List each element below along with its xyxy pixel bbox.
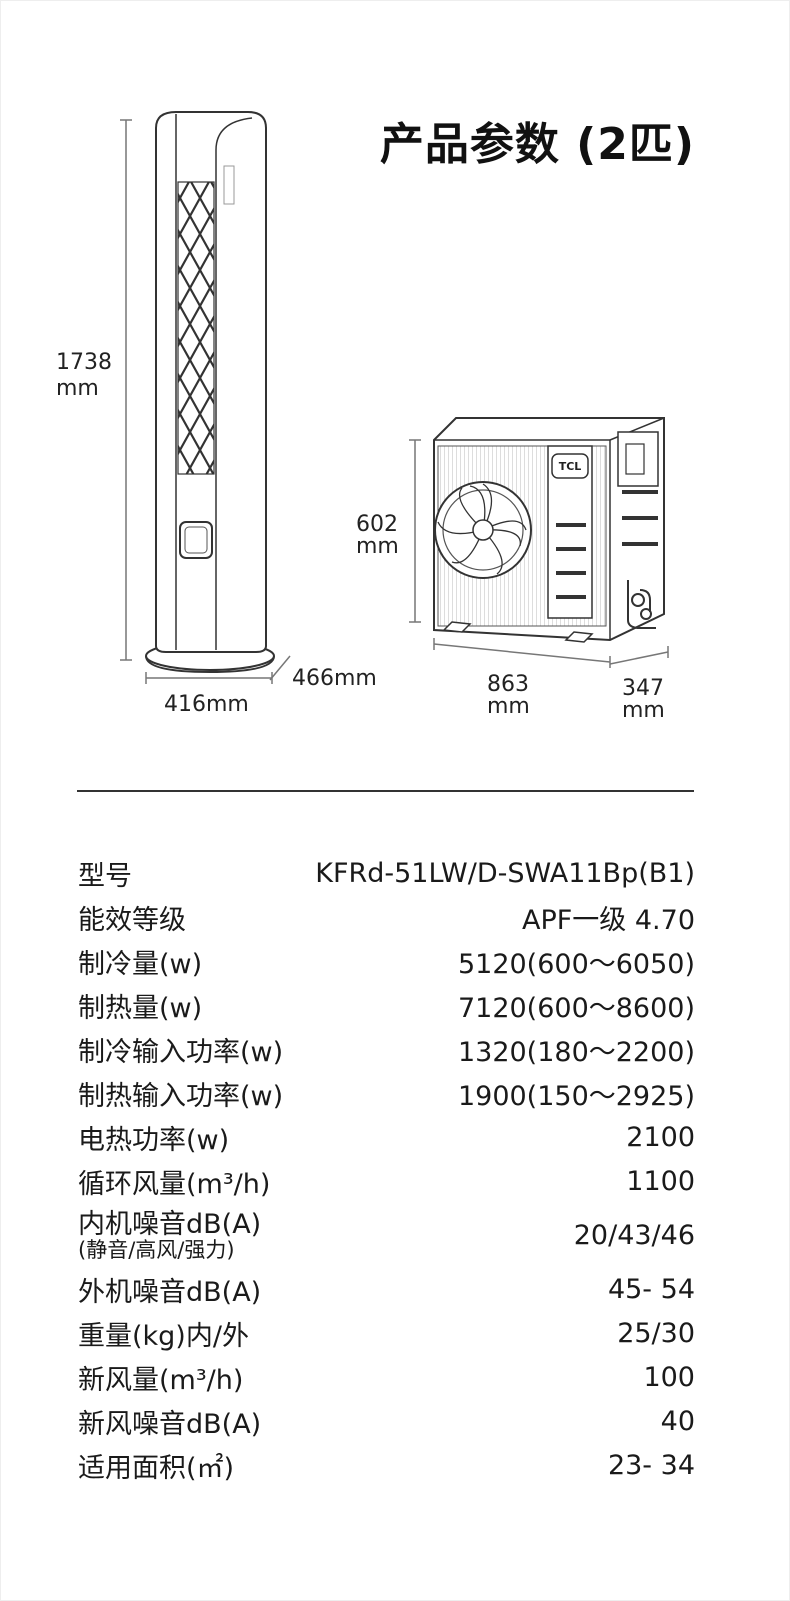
spec-row-indoor-noise: 内机噪音dB(A) (静音/高风/强力) 20/43/46 (78, 1203, 695, 1267)
spec-label: 制热输入功率(w) (78, 1080, 284, 1112)
outdoor-depth-unit: mm (622, 698, 665, 723)
spec-value: 23- 34 (607, 1449, 695, 1481)
spec-row-cooling-power: 制冷输入功率(w) 1320(180～2200) (78, 1027, 695, 1071)
spec-value: 1100 (626, 1165, 695, 1197)
spec-row-fresh-air-noise: 新风噪音dB(A) 40 (78, 1399, 695, 1443)
spec-row-efficiency: 能效等级 APF一级 4.70 (78, 895, 695, 939)
spec-label-main: 内机噪音dB(A) (78, 1209, 262, 1240)
spec-table: 型号 KFRd-51LW/D-SWA11Bp(B1) 能效等级 APF一级 4.… (78, 851, 695, 1487)
spec-label: 新风噪音dB(A) (78, 1408, 262, 1440)
outdoor-height-value: 602 (356, 512, 398, 537)
indoor-width-label: 416mm (164, 692, 249, 717)
spec-label: 适用面积(㎡) (78, 1452, 235, 1484)
product-diagram: TCL (120, 111, 669, 684)
indoor-depth-label: 466mm (292, 666, 377, 691)
spec-value: 45- 54 (607, 1273, 695, 1305)
spec-value: 25/30 (617, 1317, 695, 1349)
section-divider (77, 790, 694, 792)
spec-row-heating-capacity: 制热量(w) 7120(600～8600) (78, 983, 695, 1027)
spec-label: 外机噪音dB(A) (78, 1276, 262, 1308)
spec-value: 20/43/46 (573, 1219, 695, 1251)
indoor-height-value: 1738 (56, 350, 112, 375)
spec-label: 制冷量(w) (78, 948, 203, 980)
indoor-unit (120, 111, 291, 684)
spec-label-sub: (静音/高风/强力) (78, 1238, 235, 1262)
spec-label: 能效等级 (78, 904, 186, 936)
spec-row-electric-heating: 电热功率(w) 2100 (78, 1115, 695, 1159)
spec-value: 1900(150～2925) (457, 1080, 695, 1112)
spec-label: 循环风量(m³/h) (78, 1168, 271, 1200)
spec-row-area: 适用面积(㎡) 23- 34 (78, 1443, 695, 1487)
spec-row-fresh-air: 新风量(m³/h) 100 (78, 1355, 695, 1399)
outdoor-depth-value: 347 (622, 676, 664, 701)
outdoor-width-value: 863 (487, 672, 529, 697)
spec-label: 新风量(m³/h) (78, 1364, 244, 1396)
brand-badge: TCL (559, 460, 582, 473)
spec-value: 2100 (626, 1121, 695, 1153)
spec-row-cooling-capacity: 制冷量(w) 5120(600～6050) (78, 939, 695, 983)
outdoor-height-unit: mm (356, 534, 399, 559)
spec-value: KFRd-51LW/D-SWA11Bp(B1) (315, 857, 695, 889)
spec-row-airflow: 循环风量(m³/h) 1100 (78, 1159, 695, 1203)
spec-value: 100 (643, 1361, 695, 1393)
spec-label: 内机噪音dB(A) (静音/高风/强力) (78, 1209, 261, 1261)
spec-value: APF一级 4.70 (522, 904, 695, 936)
spec-label: 制冷输入功率(w) (78, 1036, 284, 1068)
outdoor-unit (409, 417, 669, 668)
spec-value: 5120(600～6050) (457, 948, 695, 980)
spec-row-heating-power: 制热输入功率(w) 1900(150～2925) (78, 1071, 695, 1115)
spec-label: 电热功率(w) (78, 1124, 230, 1156)
spec-row-model: 型号 KFRd-51LW/D-SWA11Bp(B1) (78, 851, 695, 895)
outdoor-width-unit: mm (487, 694, 530, 719)
spec-value: 1320(180～2200) (457, 1036, 695, 1068)
spec-row-outdoor-noise: 外机噪音dB(A) 45- 54 (78, 1267, 695, 1311)
page-title: 产品参数 (2匹) (379, 119, 695, 170)
spec-label: 型号 (78, 860, 132, 892)
spec-value: 40 (660, 1405, 695, 1437)
spec-label: 重量(kg)内/外 (78, 1320, 249, 1352)
spec-value: 7120(600～8600) (457, 992, 695, 1024)
indoor-height-unit: mm (56, 376, 99, 401)
spec-row-weight: 重量(kg)内/外 25/30 (78, 1311, 695, 1355)
spec-label: 制热量(w) (78, 992, 203, 1024)
